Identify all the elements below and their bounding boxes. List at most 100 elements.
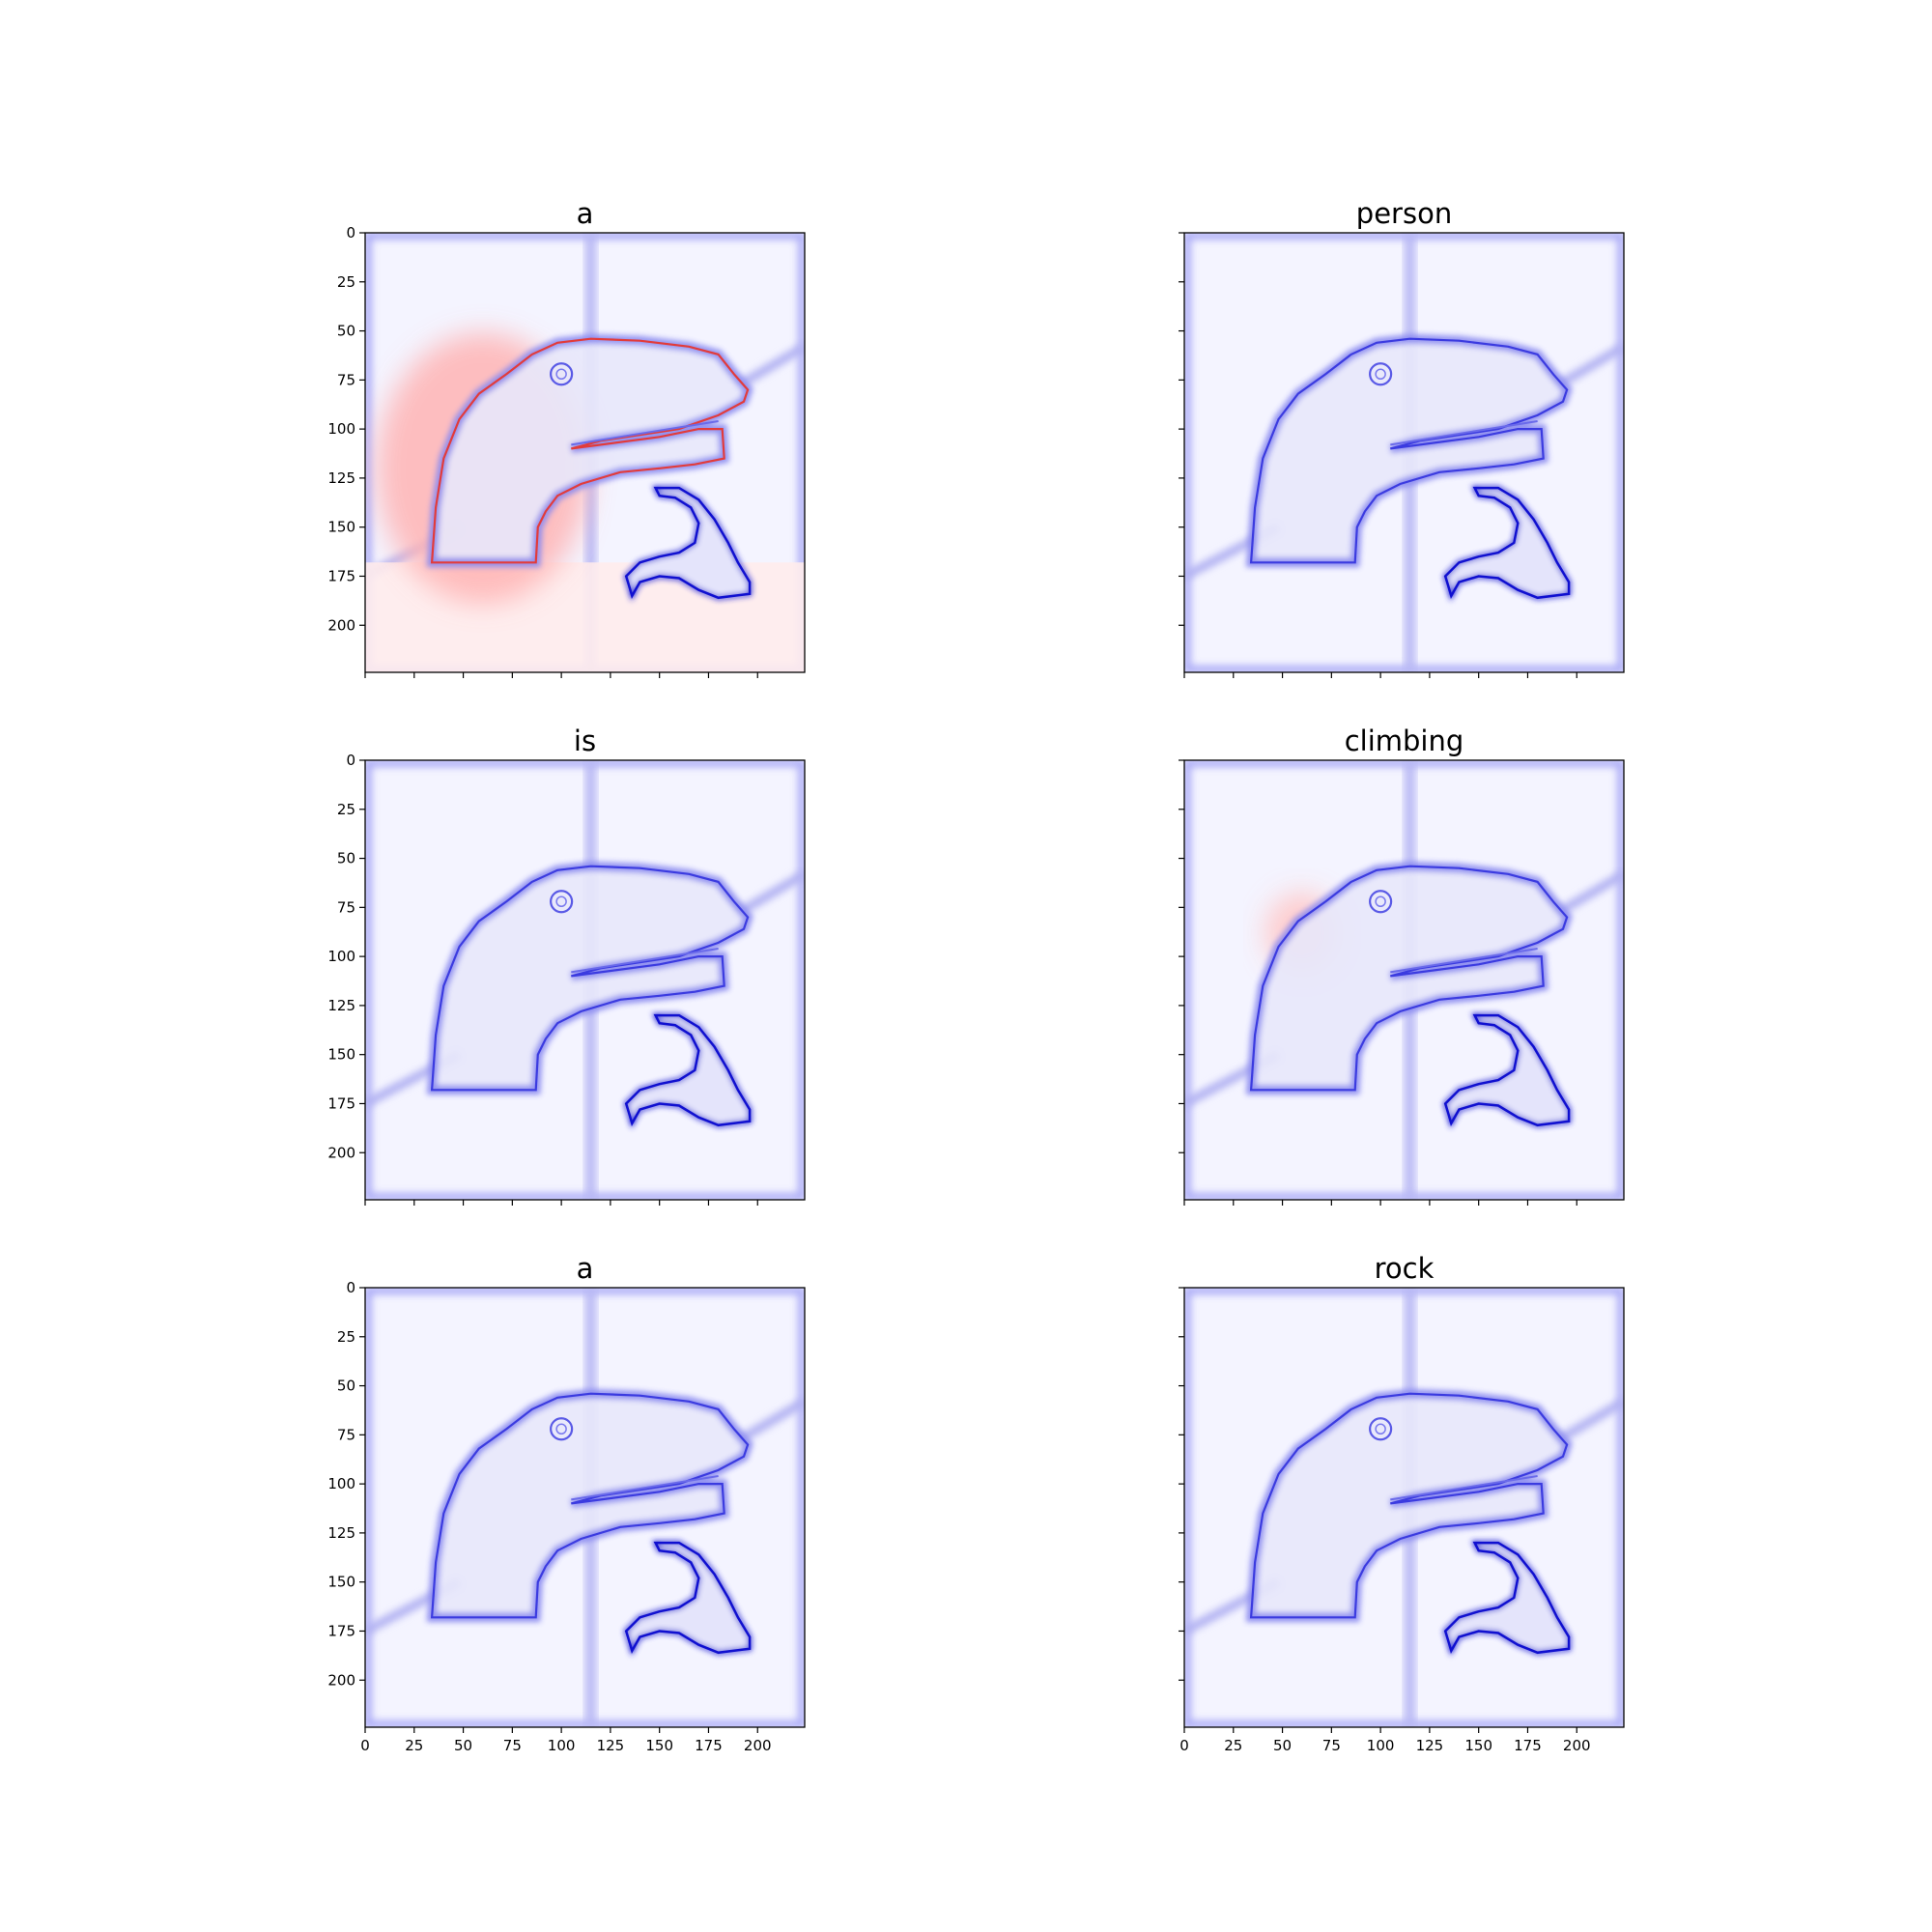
x-tick-label: 125	[1416, 1737, 1444, 1754]
x-tick-label: 50	[454, 1737, 472, 1754]
x-tick-label: 75	[1322, 1737, 1341, 1754]
axes-frame	[364, 232, 806, 673]
heatmap-claw-outline	[624, 1541, 752, 1655]
heatmap-eye-inner	[555, 368, 567, 380]
y-tick-label: 125	[327, 997, 355, 1014]
panel-title: is	[574, 724, 596, 757]
heatmap-eye-inner	[1375, 368, 1386, 380]
heatmap-panel-1: a 0 25 50 75 100 125 150 175 200	[327, 197, 806, 678]
y-tick-label: 50	[337, 323, 355, 340]
y-tick-label: 150	[327, 1046, 355, 1064]
x-tick-label: 0	[1179, 1737, 1189, 1754]
heatmap-diagonal-right	[735, 1397, 805, 1445]
x-tick-label: 75	[503, 1737, 522, 1754]
heatmap-claw-outline	[1443, 1013, 1571, 1127]
x-tick-label: 150	[645, 1737, 673, 1754]
y-tick-label: 200	[327, 616, 355, 634]
axes-frame	[1183, 759, 1625, 1201]
heatmap-mouth-line	[1390, 420, 1538, 446]
heatmap-head-outline	[430, 1392, 750, 1619]
heatmap-claw-outline	[1443, 486, 1571, 600]
y-tick-label: 175	[327, 1094, 355, 1112]
heatmap-diagonal-right	[1554, 869, 1624, 918]
y-tick-label: 150	[327, 1574, 355, 1591]
y-tick-label: 175	[327, 1622, 355, 1639]
heatmap-edge-glow	[365, 760, 805, 1200]
x-tick-label: 125	[597, 1737, 625, 1754]
heatmap-diagonal-right	[1554, 1397, 1624, 1445]
y-tick-label: 0	[346, 1279, 355, 1296]
heatmap-diagonal-right	[1554, 342, 1624, 390]
heatmap-panel-4: climbing	[1179, 724, 1625, 1206]
axes-frame	[1183, 1287, 1625, 1728]
heatmap-mouth-line	[1390, 1475, 1538, 1501]
x-tick-label: 100	[1367, 1737, 1395, 1754]
x-tick-label: 100	[548, 1737, 576, 1754]
heatmap-eye	[1369, 362, 1393, 386]
y-tick-label: 50	[337, 850, 355, 867]
y-tick-label: 25	[337, 1328, 355, 1346]
panel-title: climbing	[1345, 724, 1464, 757]
y-tick-label: 200	[327, 1671, 355, 1689]
panel-title: person	[1356, 197, 1452, 230]
heatmap-claw-outline	[1443, 1541, 1571, 1655]
x-tick-label: 175	[695, 1737, 723, 1754]
y-tick-label: 100	[327, 948, 355, 965]
heatmap-eye-inner	[555, 895, 567, 907]
y-tick-label: 75	[337, 898, 355, 916]
heatmap-edge-glow	[1184, 233, 1624, 672]
y-tick-label: 75	[337, 371, 355, 388]
x-tick-label: 200	[1563, 1737, 1591, 1754]
x-tick-label: 25	[405, 1737, 423, 1754]
heatmap-eye-inner	[1375, 1423, 1386, 1435]
heatmap-eye	[550, 890, 574, 914]
y-tick-label: 50	[337, 1378, 355, 1395]
heatmap-mouth-line	[571, 1475, 719, 1501]
heatmap-edge-glow	[1184, 1288, 1624, 1727]
panel-title: rock	[1375, 1252, 1435, 1285]
heatmap-eye	[1369, 1417, 1393, 1441]
heatmap-diagonal-right	[735, 342, 805, 390]
heatmap-eye	[1369, 890, 1393, 914]
heatmap-edge-glow	[365, 1288, 805, 1727]
heatmap-mouth-line	[1390, 948, 1538, 974]
heatmap-mouth-line	[571, 420, 719, 446]
heatmap-eye-inner	[555, 1423, 567, 1435]
heatmap-head-outline	[430, 865, 750, 1092]
y-tick-label: 0	[346, 752, 355, 769]
y-tick-label: 100	[327, 1475, 355, 1492]
heatmap-claw-outline	[624, 1013, 752, 1127]
heatmap-head-outline	[1249, 1392, 1569, 1619]
heatmap-eye	[550, 362, 574, 386]
heatmap-edge-glow	[1184, 760, 1624, 1200]
axes-frame	[1183, 232, 1625, 673]
y-tick-label: 150	[327, 519, 355, 536]
y-tick-label: 100	[327, 420, 355, 438]
x-tick-label: 50	[1273, 1737, 1292, 1754]
x-tick-label: 0	[360, 1737, 370, 1754]
heatmap-head-outline	[1249, 337, 1569, 564]
y-tick-label: 75	[337, 1426, 355, 1443]
x-tick-label: 175	[1514, 1737, 1542, 1754]
axes-frame	[364, 759, 806, 1201]
heatmap-mouth-line	[571, 948, 719, 974]
heatmap-diagonal-right	[735, 869, 805, 918]
x-tick-label: 200	[744, 1737, 772, 1754]
y-tick-label: 125	[327, 469, 355, 487]
heatmap-panel-5: a 0 25 50 75 100 125 150 175 200 0 25 50 75 100 125 150 1…	[327, 1252, 806, 1754]
heatmap-eye	[550, 1417, 574, 1441]
heatmap-head-outline	[430, 337, 750, 564]
heatmap-head-outline	[1249, 865, 1569, 1092]
axes-frame	[364, 1287, 806, 1728]
panel-title: a	[577, 197, 594, 230]
heatmap-panel-2: person	[1179, 197, 1625, 678]
y-tick-label: 125	[327, 1524, 355, 1542]
panel-title: a	[577, 1252, 594, 1285]
y-tick-label: 175	[327, 567, 355, 584]
y-tick-label: 0	[346, 224, 355, 242]
y-tick-label: 25	[337, 273, 355, 291]
x-tick-label: 25	[1224, 1737, 1242, 1754]
heatmap-claw-outline	[624, 486, 752, 600]
